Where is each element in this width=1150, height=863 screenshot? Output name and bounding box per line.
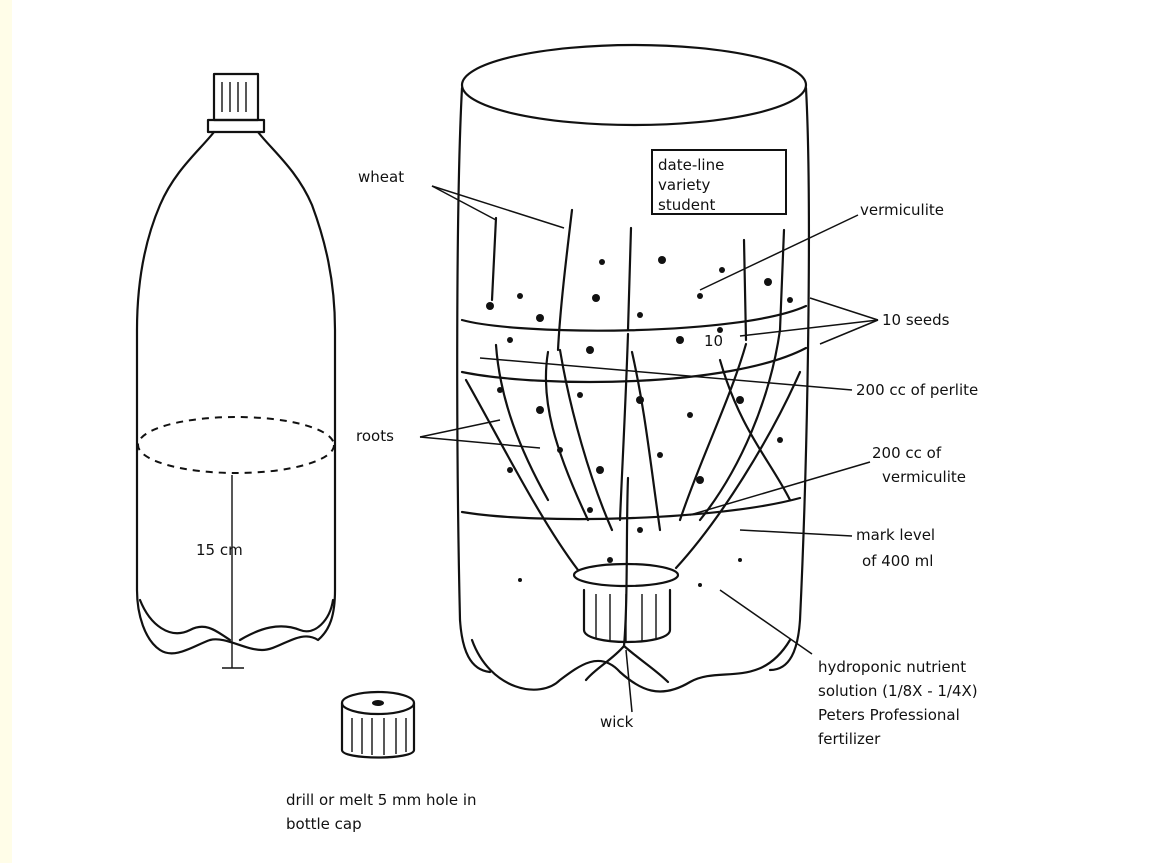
label-mark-level-line2: of 400 ml [862,552,933,570]
label-perlite: 200 cc of perlite [856,381,978,399]
right-bottle-assembly: 10 date-line variety student [457,45,809,691]
growth-medium-particles [486,256,793,587]
label-vermiculite: vermiculite [860,201,944,219]
tag-line1: date-line [658,156,724,174]
diagram-labels: wheat vermiculite 10 seeds 200 cc of per… [356,168,978,748]
label-mark-level-line1: mark level [856,526,935,544]
left-bottle-cap [214,74,258,120]
label-vermiculite-200-line1: 200 cc of [872,444,942,462]
diagram-panel: 15 cm drill or melt 5 mm hole in bottle … [12,0,1150,863]
water-level-line [462,498,800,519]
label-nutrient-line1: hydroponic nutrient [818,658,966,676]
label-seeds: 10 seeds [882,311,950,329]
tag-line3: student [658,196,715,214]
bottle-top-opening [462,45,806,125]
tag-line2: variety [658,176,711,194]
label-vermiculite-200-line2: vermiculite [882,468,966,486]
hydroponic-bottle-diagram: 15 cm drill or melt 5 mm hole in bottle … [12,0,1150,863]
label-nutrient-line4: fertilizer [818,730,881,748]
cut-line [138,417,334,473]
loose-bottle-cap: drill or melt 5 mm hole in bottle cap [286,692,477,833]
label-wheat: wheat [358,168,404,186]
left-bottle-outline [137,132,335,653]
height-label: 15 cm [196,541,243,559]
cap-instruction-line1: drill or melt 5 mm hole in [286,791,477,809]
seed-count-mark: 10 [704,332,723,350]
cap-instruction-line2: bottle cap [286,815,362,833]
label-nutrient-line2: solution (1/8X - 1/4X) [818,682,978,700]
roots [496,330,790,530]
left-bottle: 15 cm [137,74,335,668]
label-roots: roots [356,427,394,445]
label-wick: wick [600,713,634,731]
label-nutrient-line3: Peters Professional [818,706,960,724]
